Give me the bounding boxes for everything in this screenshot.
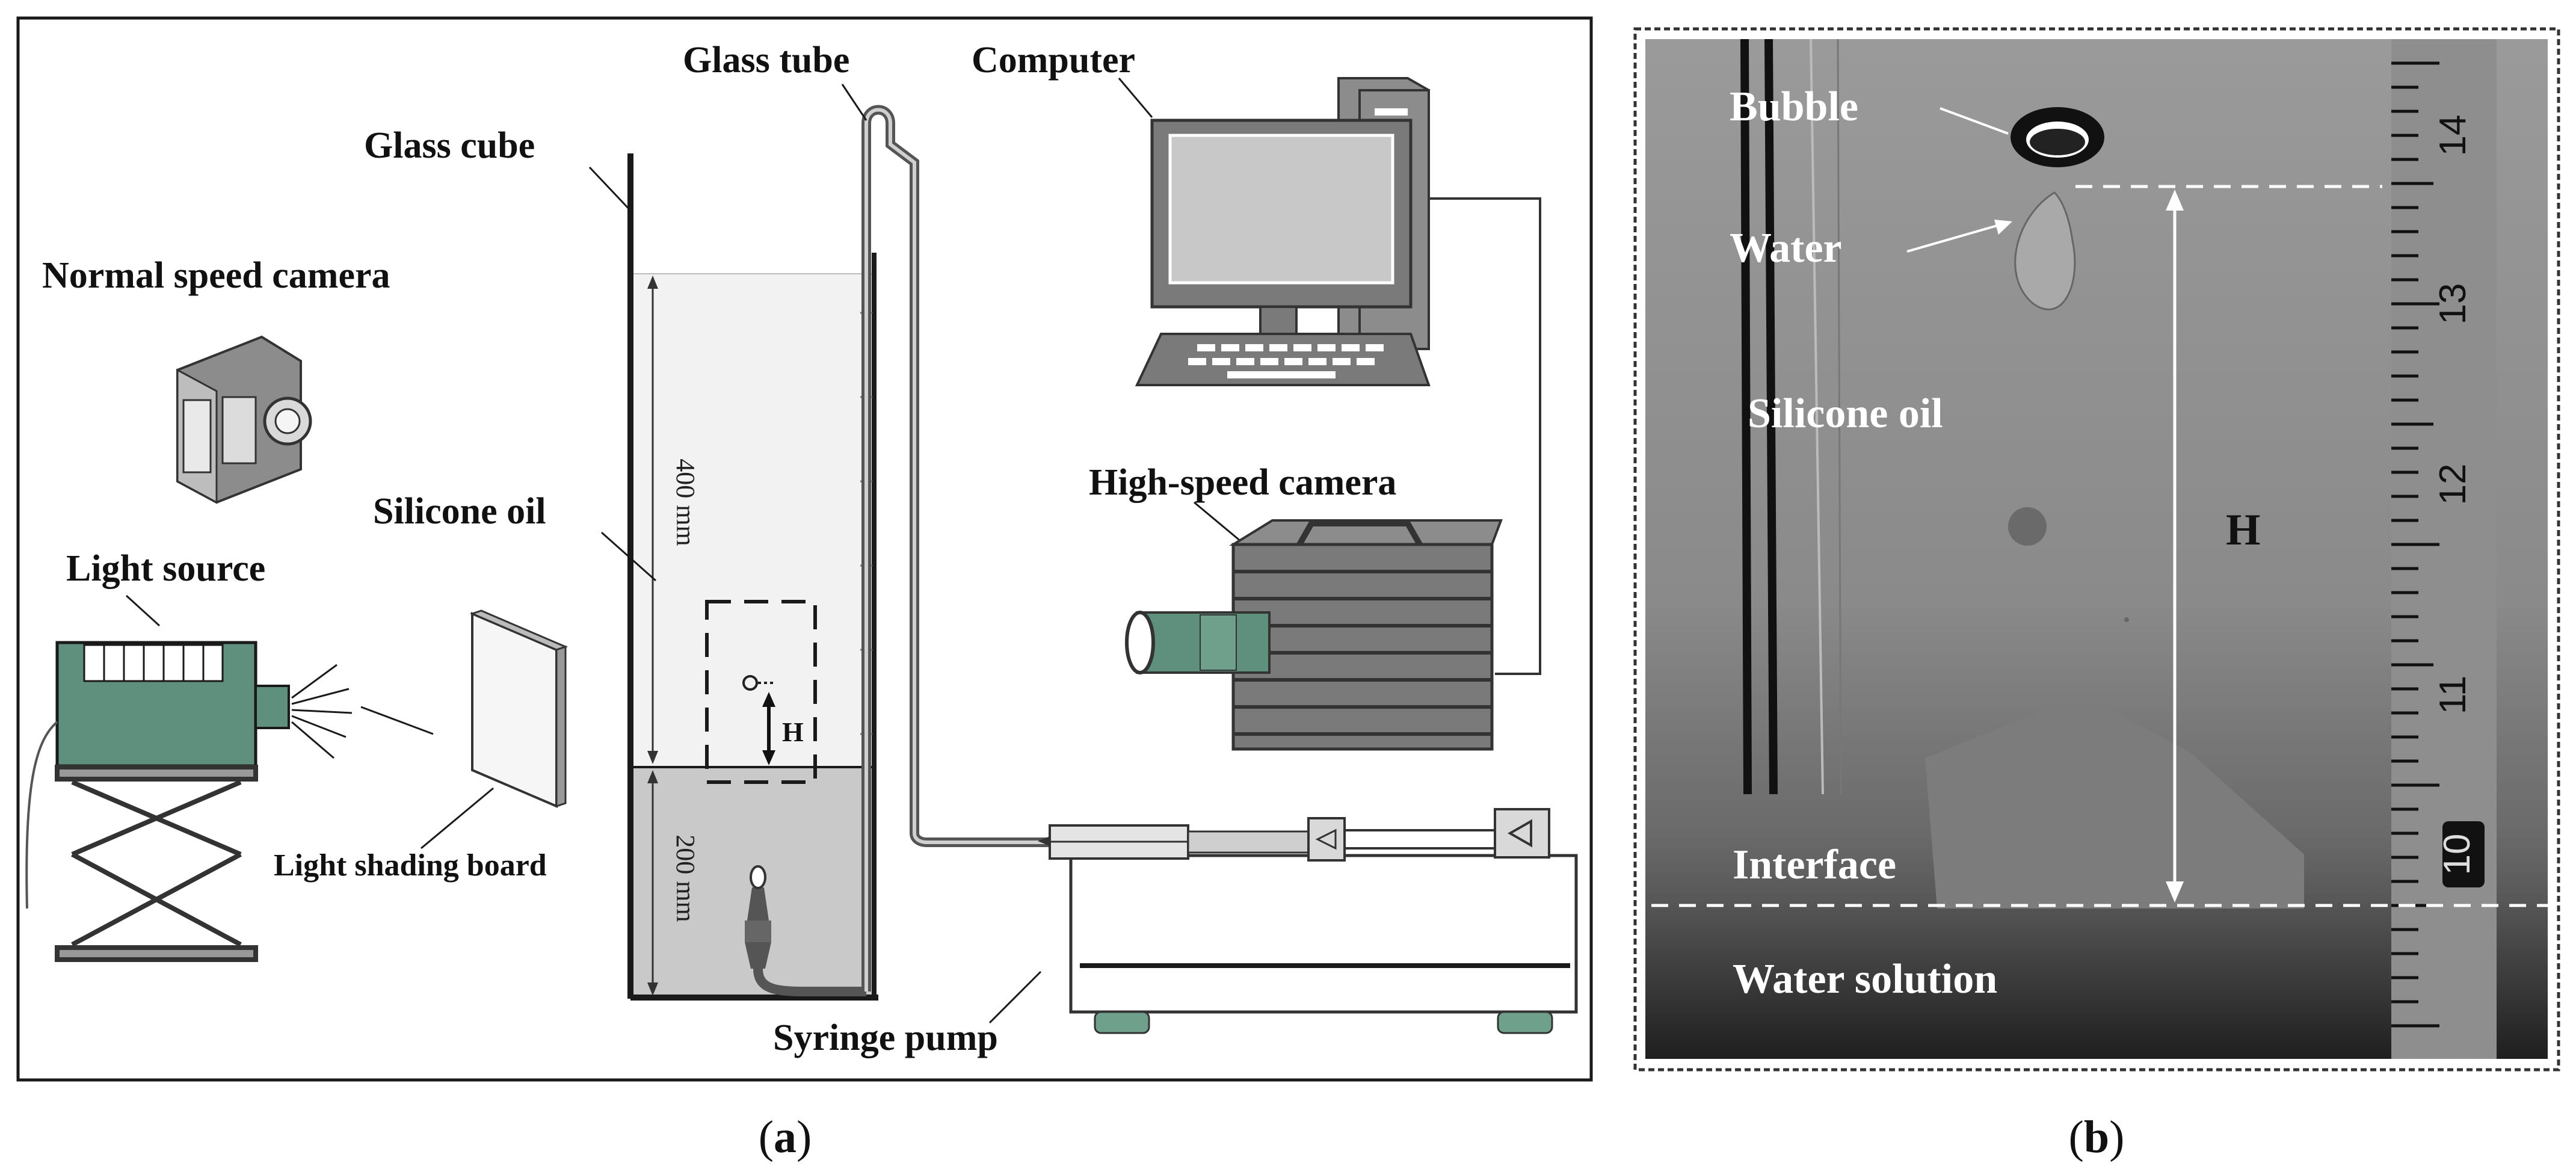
panel-a: 400 mm 200 mm H <box>16 16 1593 1162</box>
label-water-solution: Water solution <box>1733 956 1997 1002</box>
label-silicone-oil-photo: Silicone oil <box>1748 390 1943 437</box>
caption-a: (a) <box>759 1112 812 1162</box>
ruler-tick-11: 11 <box>2432 676 2474 714</box>
high-speed-camera-icon <box>1125 519 1503 751</box>
silicone-oil-region <box>631 273 873 768</box>
syringe-pump-icon <box>1038 808 1578 1034</box>
ruler-tick-12: 12 <box>2432 464 2474 505</box>
label-syringe-pump: Syringe pump <box>773 1017 998 1058</box>
ruler-tick-13: 13 <box>2432 283 2474 325</box>
label-glass-tube: Glass tube <box>683 40 849 81</box>
light-source-icon <box>25 641 434 909</box>
label-interface: Interface <box>1733 842 1896 888</box>
glass-tube <box>841 84 1050 992</box>
label-normal-speed-camera: Normal speed camera <box>42 255 390 296</box>
scissor-lift-icon <box>55 765 258 962</box>
nozzle-icon <box>745 865 771 969</box>
label-water: Water <box>1730 225 1842 271</box>
observation-window <box>705 600 817 784</box>
dimension-400mm: 400 mm <box>671 458 700 546</box>
label-computer: Computer <box>972 40 1135 81</box>
water-droplet <box>2014 191 2076 310</box>
caption-b: (b) <box>2069 1112 2125 1162</box>
ruler-tick-14: 14 <box>2432 115 2474 156</box>
label-light-shading-board: Light shading board <box>274 848 547 883</box>
label-bubble: Bubble <box>1730 84 1858 130</box>
computer-icon <box>1118 77 1541 675</box>
dimension-200mm: 200 mm <box>671 834 700 922</box>
bubble-icon <box>742 675 758 691</box>
h-marker: H <box>782 717 804 747</box>
label-glass-cube: Glass cube <box>364 125 535 166</box>
label-silicone-oil: Silicone oil <box>373 491 546 532</box>
label-high-speed-camera: High-speed camera <box>1089 462 1396 503</box>
glass-cube: 400 mm 200 mm H <box>627 153 878 1001</box>
label-light-source: Light source <box>66 548 265 589</box>
interface-mound <box>1925 710 2304 908</box>
h-label: H <box>2226 505 2261 555</box>
panel-b: 14 13 12 11 10 H Bubble Water Silicone o… <box>1633 27 2560 1162</box>
ruler-tick-10: 10 <box>2436 834 2478 875</box>
normal-speed-camera-icon <box>176 335 312 504</box>
